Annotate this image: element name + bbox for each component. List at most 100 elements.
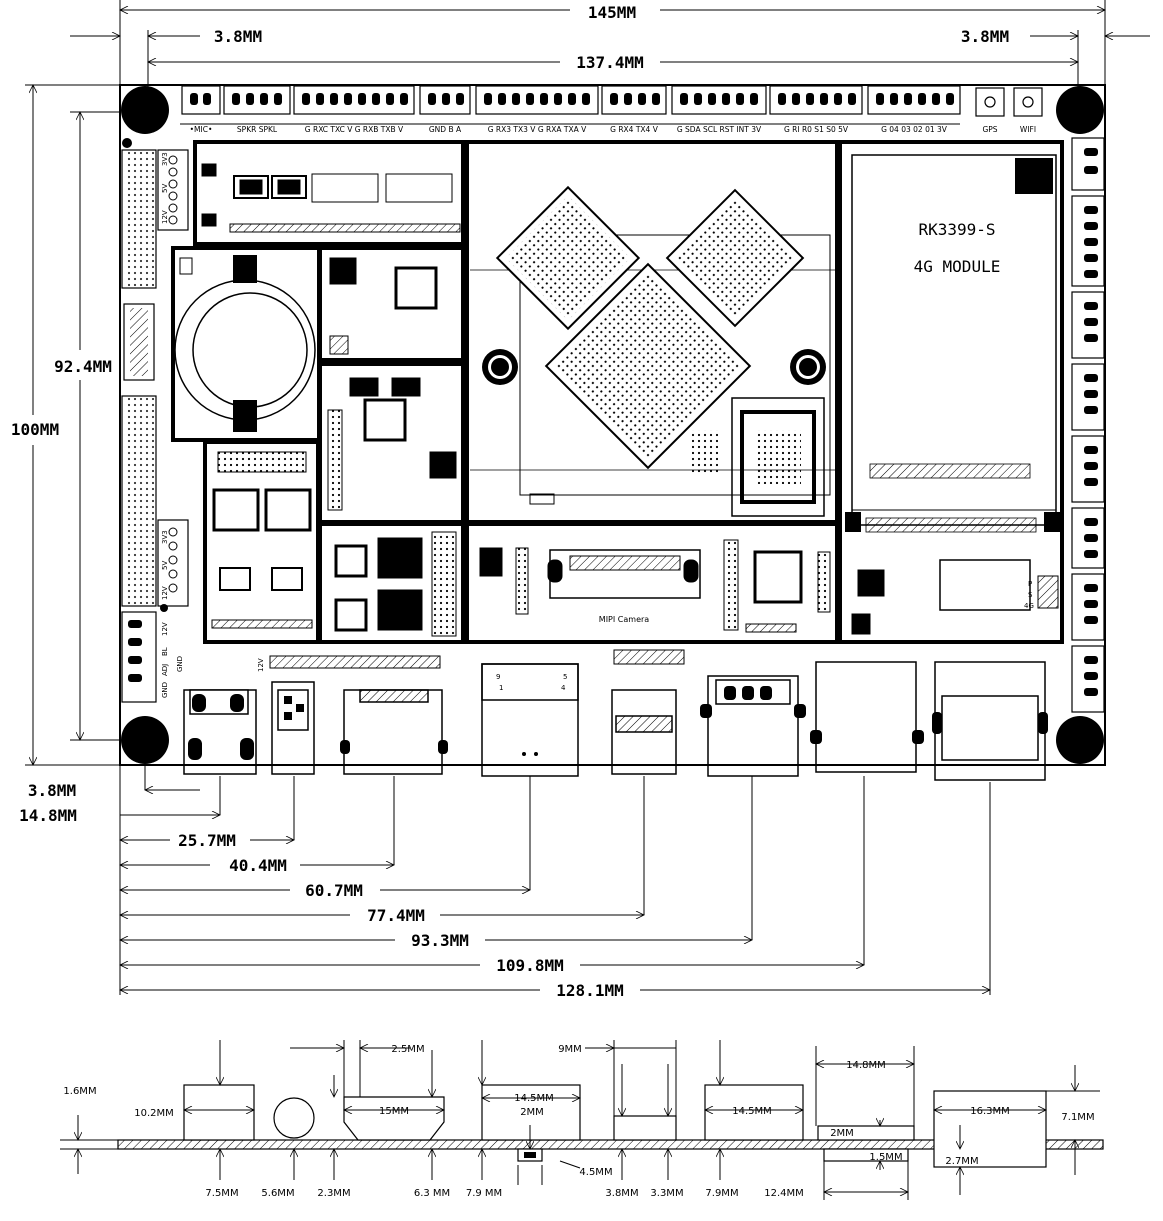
mounting-hole-top-left (121, 86, 169, 134)
gps-label: GPS (982, 125, 997, 134)
svg-text:12V: 12V (161, 210, 169, 224)
svg-text:3V3: 3V3 (161, 530, 169, 544)
svg-text:•MIC•: •MIC• (190, 125, 213, 134)
wifi-label: WIFI (1020, 125, 1036, 134)
side-usb3-bottom (823, 1148, 909, 1162)
svg-text:ADJ: ADJ (161, 664, 169, 676)
left-header-mid (121, 395, 189, 607)
4g-module-label: 4G MODULE (914, 257, 1001, 276)
mounting-hole-bottom-left (121, 716, 169, 764)
overall-height-label: 100MM (11, 420, 59, 439)
side-dimension-lines (60, 1040, 1100, 1200)
svg-text:G RI R0 S1 S0 5V: G RI R0 S1 S0 5V (784, 125, 849, 134)
svg-text:12V: 12V (257, 658, 265, 672)
side-hdmi (343, 1096, 445, 1141)
svg-text:2.7MM: 2.7MM (945, 1156, 978, 1167)
svg-text:1.6MM: 1.6MM (63, 1086, 96, 1097)
right-connector-pins (1084, 148, 1098, 696)
top-dimensions (70, 0, 1150, 92)
svg-text:77.4MM: 77.4MM (367, 906, 425, 925)
left-power-connector (121, 611, 157, 703)
svg-text:2MM: 2MM (830, 1128, 854, 1139)
svg-text:7.9 MM: 7.9 MM (466, 1188, 502, 1199)
module-name-label: RK3399-S (918, 220, 995, 239)
svg-text:SPKR SPKL: SPKR SPKL (237, 125, 278, 134)
svg-text:5.6MM: 5.6MM (261, 1188, 294, 1199)
side-dc (183, 1084, 255, 1141)
svg-text:7.5MM: 7.5MM (205, 1188, 238, 1199)
svg-text:9MM: 9MM (558, 1044, 582, 1055)
top-connector-pins (190, 93, 954, 105)
left-power-labels-top: 3V3 5V 12V (161, 152, 169, 224)
svg-text:5V: 5V (161, 184, 169, 193)
svg-text:3V3: 3V3 (161, 152, 169, 166)
top-connector-row (181, 85, 1043, 117)
svg-text:P: P (1028, 580, 1032, 588)
bottom-edge-connectors (183, 661, 1046, 781)
svg-text:4: 4 (561, 684, 566, 692)
mipi-camera-label: MIPI Camera (599, 615, 649, 624)
svg-text:9: 9 (496, 673, 500, 681)
top-connector-labels: •MIC• SPKR SPKL G RXC TXC V G RXB TXB V … (190, 125, 1036, 134)
component-clusters (201, 163, 1059, 669)
bottom-connector-fills (188, 686, 1048, 760)
left-margin-label: 3.8MM (214, 27, 262, 46)
side-usbc (613, 1115, 677, 1141)
overall-width-label: 145MM (588, 3, 636, 22)
svg-text:GND: GND (176, 656, 184, 672)
svg-text:5: 5 (563, 673, 567, 681)
svg-text:5V: 5V (161, 561, 169, 570)
carrier-sections (171, 140, 1064, 644)
left-header-top (121, 138, 189, 289)
svg-text:14.5MM: 14.5MM (514, 1093, 554, 1104)
svg-text:14.8MM: 14.8MM (19, 806, 77, 825)
svg-text:12.4MM: 12.4MM (764, 1188, 804, 1199)
side-dimension-labels: 1.6MM 10.2MM 7.5MM 5.6MM 2.3MM 2.5MM 15M… (63, 1044, 1094, 1199)
right-margin-label: 3.8MM (961, 27, 1009, 46)
mounting-hole-bottom-right (1056, 716, 1104, 764)
svg-text:93.3MM: 93.3MM (411, 931, 469, 950)
svg-text:7.9MM: 7.9MM (705, 1188, 738, 1199)
svg-text:4G: 4G (1024, 602, 1034, 610)
bottom-dimension-lines (120, 765, 990, 995)
svg-text:10.2MM: 10.2MM (134, 1108, 174, 1119)
svg-text:12V: 12V (161, 622, 169, 636)
side-usb3-top (817, 1125, 915, 1141)
hole-vertical-span-label: 92.4MM (54, 357, 112, 376)
4g-module (845, 154, 1060, 533)
fpc-connector-left (123, 303, 155, 381)
svg-text:3.8MM: 3.8MM (28, 781, 76, 800)
svg-text:40.4MM: 40.4MM (229, 856, 287, 875)
svg-text:G RX3 TX3 V G RXA TXA V: G RX3 TX3 V G RXA TXA V (488, 125, 587, 134)
pcb-side (117, 1139, 1104, 1150)
side-round (273, 1097, 315, 1139)
svg-text:G RXC TXC V G RXB TXB V: G RXC TXC V G RXB TXB V (305, 125, 404, 134)
svg-text:S: S (1028, 591, 1033, 599)
usbc-connector (611, 689, 677, 775)
usb3-connector (815, 661, 917, 773)
hole-span-label: 137.4MM (576, 53, 643, 72)
rtc-battery (174, 255, 316, 432)
left-bottom-labels: 12V BL ADJ GND GND 12V (161, 622, 265, 698)
svg-text:2MM: 2MM (520, 1107, 544, 1118)
svg-text:1.5MM: 1.5MM (869, 1152, 902, 1163)
svg-text:4.5MM: 4.5MM (579, 1167, 612, 1178)
bottom-dimension-labels: 3.8MM 14.8MM 25.7MM 40.4MM 60.7MM 77.4MM… (19, 781, 624, 1000)
right-connector-column (1071, 137, 1105, 713)
svg-text:G SDA SCL RST INT 3V: G SDA SCL RST INT 3V (677, 125, 762, 134)
svg-text:GND B A: GND B A (429, 125, 462, 134)
svg-text:15MM: 15MM (379, 1106, 409, 1117)
svg-text:109.8MM: 109.8MM (496, 956, 563, 975)
left-dimensions (25, 85, 120, 765)
svg-text:3.8MM: 3.8MM (605, 1188, 638, 1199)
svg-text:7.1MM: 7.1MM (1061, 1112, 1094, 1123)
svg-text:BL: BL (161, 647, 169, 656)
left-power-labels-mid: 3V3 5V 12V (161, 530, 169, 600)
svg-text:6.3 MM: 6.3 MM (414, 1188, 450, 1199)
soc-module (470, 185, 835, 517)
side-view (117, 1084, 1104, 1168)
hdmi-pin-labels: 9 5 1 4 (496, 673, 567, 692)
svg-text:12V: 12V (161, 586, 169, 600)
side-big (933, 1090, 1047, 1168)
